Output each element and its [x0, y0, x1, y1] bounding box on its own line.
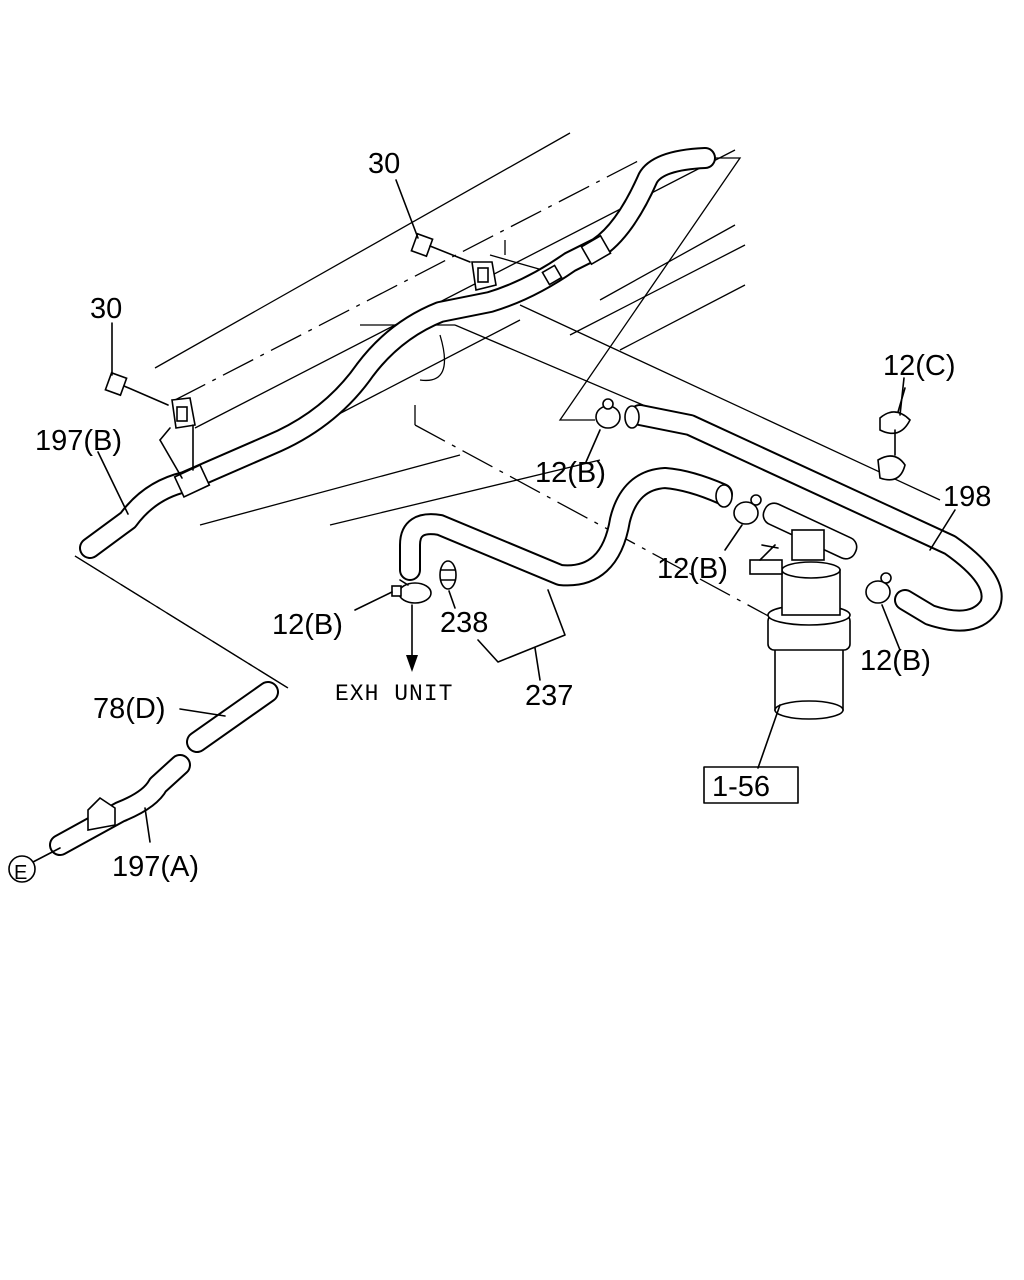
hose-237	[399, 467, 733, 587]
label-238: 238	[440, 607, 488, 639]
hose-198	[624, 404, 1003, 632]
label-78d: 78(D)	[93, 693, 166, 725]
ref-e-circle	[8, 855, 36, 883]
leader-frames	[74, 157, 742, 689]
label-197b: 197(B)	[35, 425, 122, 457]
part-1-56-box	[703, 766, 799, 804]
labels: 30 30 197(B) 12(C) 12(B) 198 12(B) 12(B)…	[14, 148, 991, 884]
label-237: 237	[525, 680, 573, 712]
label-1-56: 1-56	[712, 771, 770, 803]
label-30-left: 30	[90, 293, 122, 325]
label-12b-top: 12(B)	[535, 457, 606, 489]
label-197a: 197(A)	[112, 851, 199, 883]
exh-unit-arrow	[406, 604, 418, 672]
label-30-upper: 30	[368, 148, 400, 180]
hose-197b	[79, 147, 716, 559]
frame-lines	[154, 132, 961, 626]
leader-lines	[32, 179, 956, 863]
label-ref-e: E	[14, 862, 27, 884]
clamp-12b-mid	[733, 494, 762, 525]
label-12b-mid: 12(B)	[657, 553, 728, 585]
label-12b-left: 12(B)	[272, 609, 343, 641]
bolt-30-left	[104, 371, 196, 479]
clamp-12b-top	[595, 398, 621, 429]
clamp-12c	[877, 387, 911, 481]
pipe-197a	[49, 754, 191, 856]
label-12b-right: 12(B)	[860, 645, 931, 677]
label-198: 198	[943, 481, 991, 513]
clamp-12b-left	[391, 579, 432, 604]
clamp-12b-right	[865, 572, 892, 604]
label-exh-unit: EXH UNIT	[335, 681, 453, 707]
part-238	[439, 560, 457, 590]
label-12c: 12(C)	[883, 350, 956, 382]
hose-78d	[186, 681, 279, 753]
canister-1-56	[749, 502, 858, 720]
bolt-30-upper	[410, 232, 497, 291]
